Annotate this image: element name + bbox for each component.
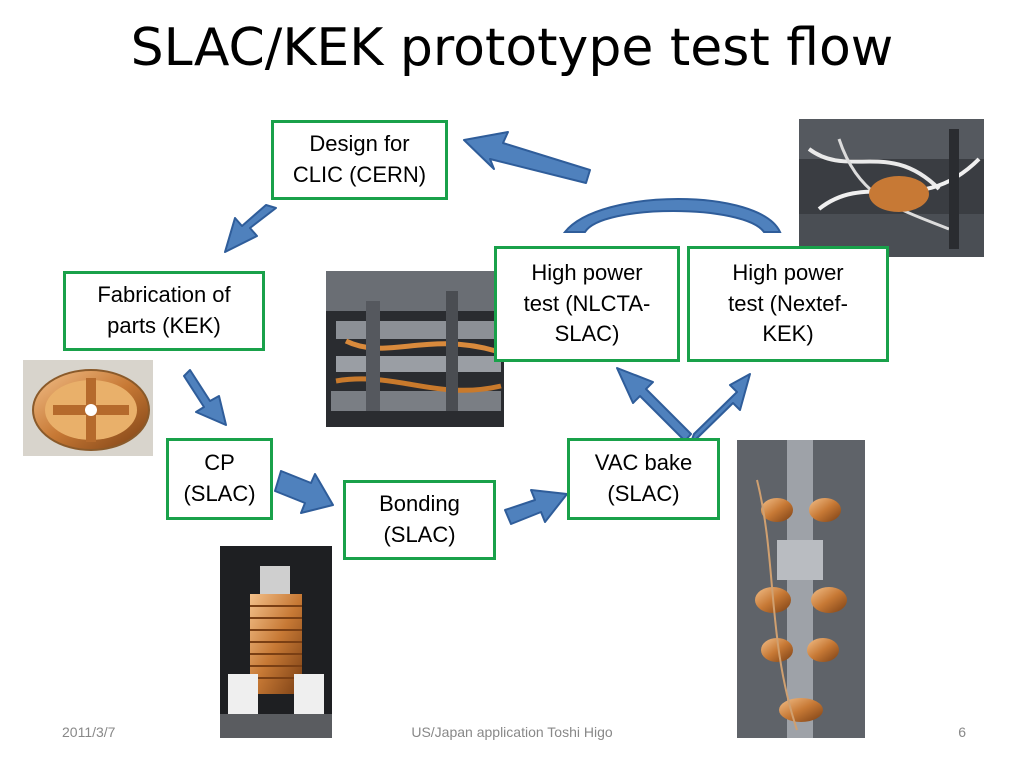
step-fabrication: Fabrication of parts (KEK) — [63, 271, 265, 351]
footer-page-number: 6 — [958, 724, 966, 740]
arrow-to-cp — [183, 369, 227, 426]
step-cp: CP (SLAC) — [166, 438, 273, 520]
step-design-label: Design for CLIC (CERN) — [292, 131, 427, 187]
footer-date: 2011/3/7 — [62, 724, 116, 740]
arrow-to-design — [463, 131, 591, 184]
step-hp-nlcta: High power test (NLCTA- SLAC) — [494, 246, 680, 362]
step-hp-nextef: High power test (Nextef- KEK) — [687, 246, 889, 362]
arrow-to-bonding — [274, 470, 334, 514]
bonding-stack-photo — [220, 546, 332, 738]
step-hp-nextef-label: High power test (Nextef- KEK) — [728, 259, 848, 347]
loop-arc-arrow — [562, 198, 782, 233]
arrow-to-nlcta — [616, 367, 692, 442]
footer-center-text: US/Japan application Toshi Higo — [411, 724, 613, 740]
step-hp-nlcta-label: High power test (NLCTA- SLAC) — [523, 259, 651, 347]
step-vac-bake-label: VAC bake (SLAC) — [594, 450, 693, 506]
arrow-to-vac-bake — [504, 489, 568, 525]
disk-part-photo — [23, 360, 153, 456]
vac-bake-structure-photo — [737, 440, 865, 738]
arrow-to-fabrication — [224, 204, 277, 253]
slide-title: SLAC/KEK prototype test flow — [130, 18, 894, 78]
step-cp-label: CP (SLAC) — [183, 450, 256, 506]
step-vac-bake: VAC bake (SLAC) — [567, 438, 720, 520]
nlcta-setup-photo — [326, 271, 504, 427]
arrow-to-nextef — [689, 373, 751, 446]
step-design-clic: Design for CLIC (CERN) — [271, 120, 448, 200]
step-bonding: Bonding (SLAC) — [343, 480, 496, 560]
step-fabrication-label: Fabrication of parts (KEK) — [97, 282, 231, 338]
step-bonding-label: Bonding (SLAC) — [379, 491, 460, 547]
